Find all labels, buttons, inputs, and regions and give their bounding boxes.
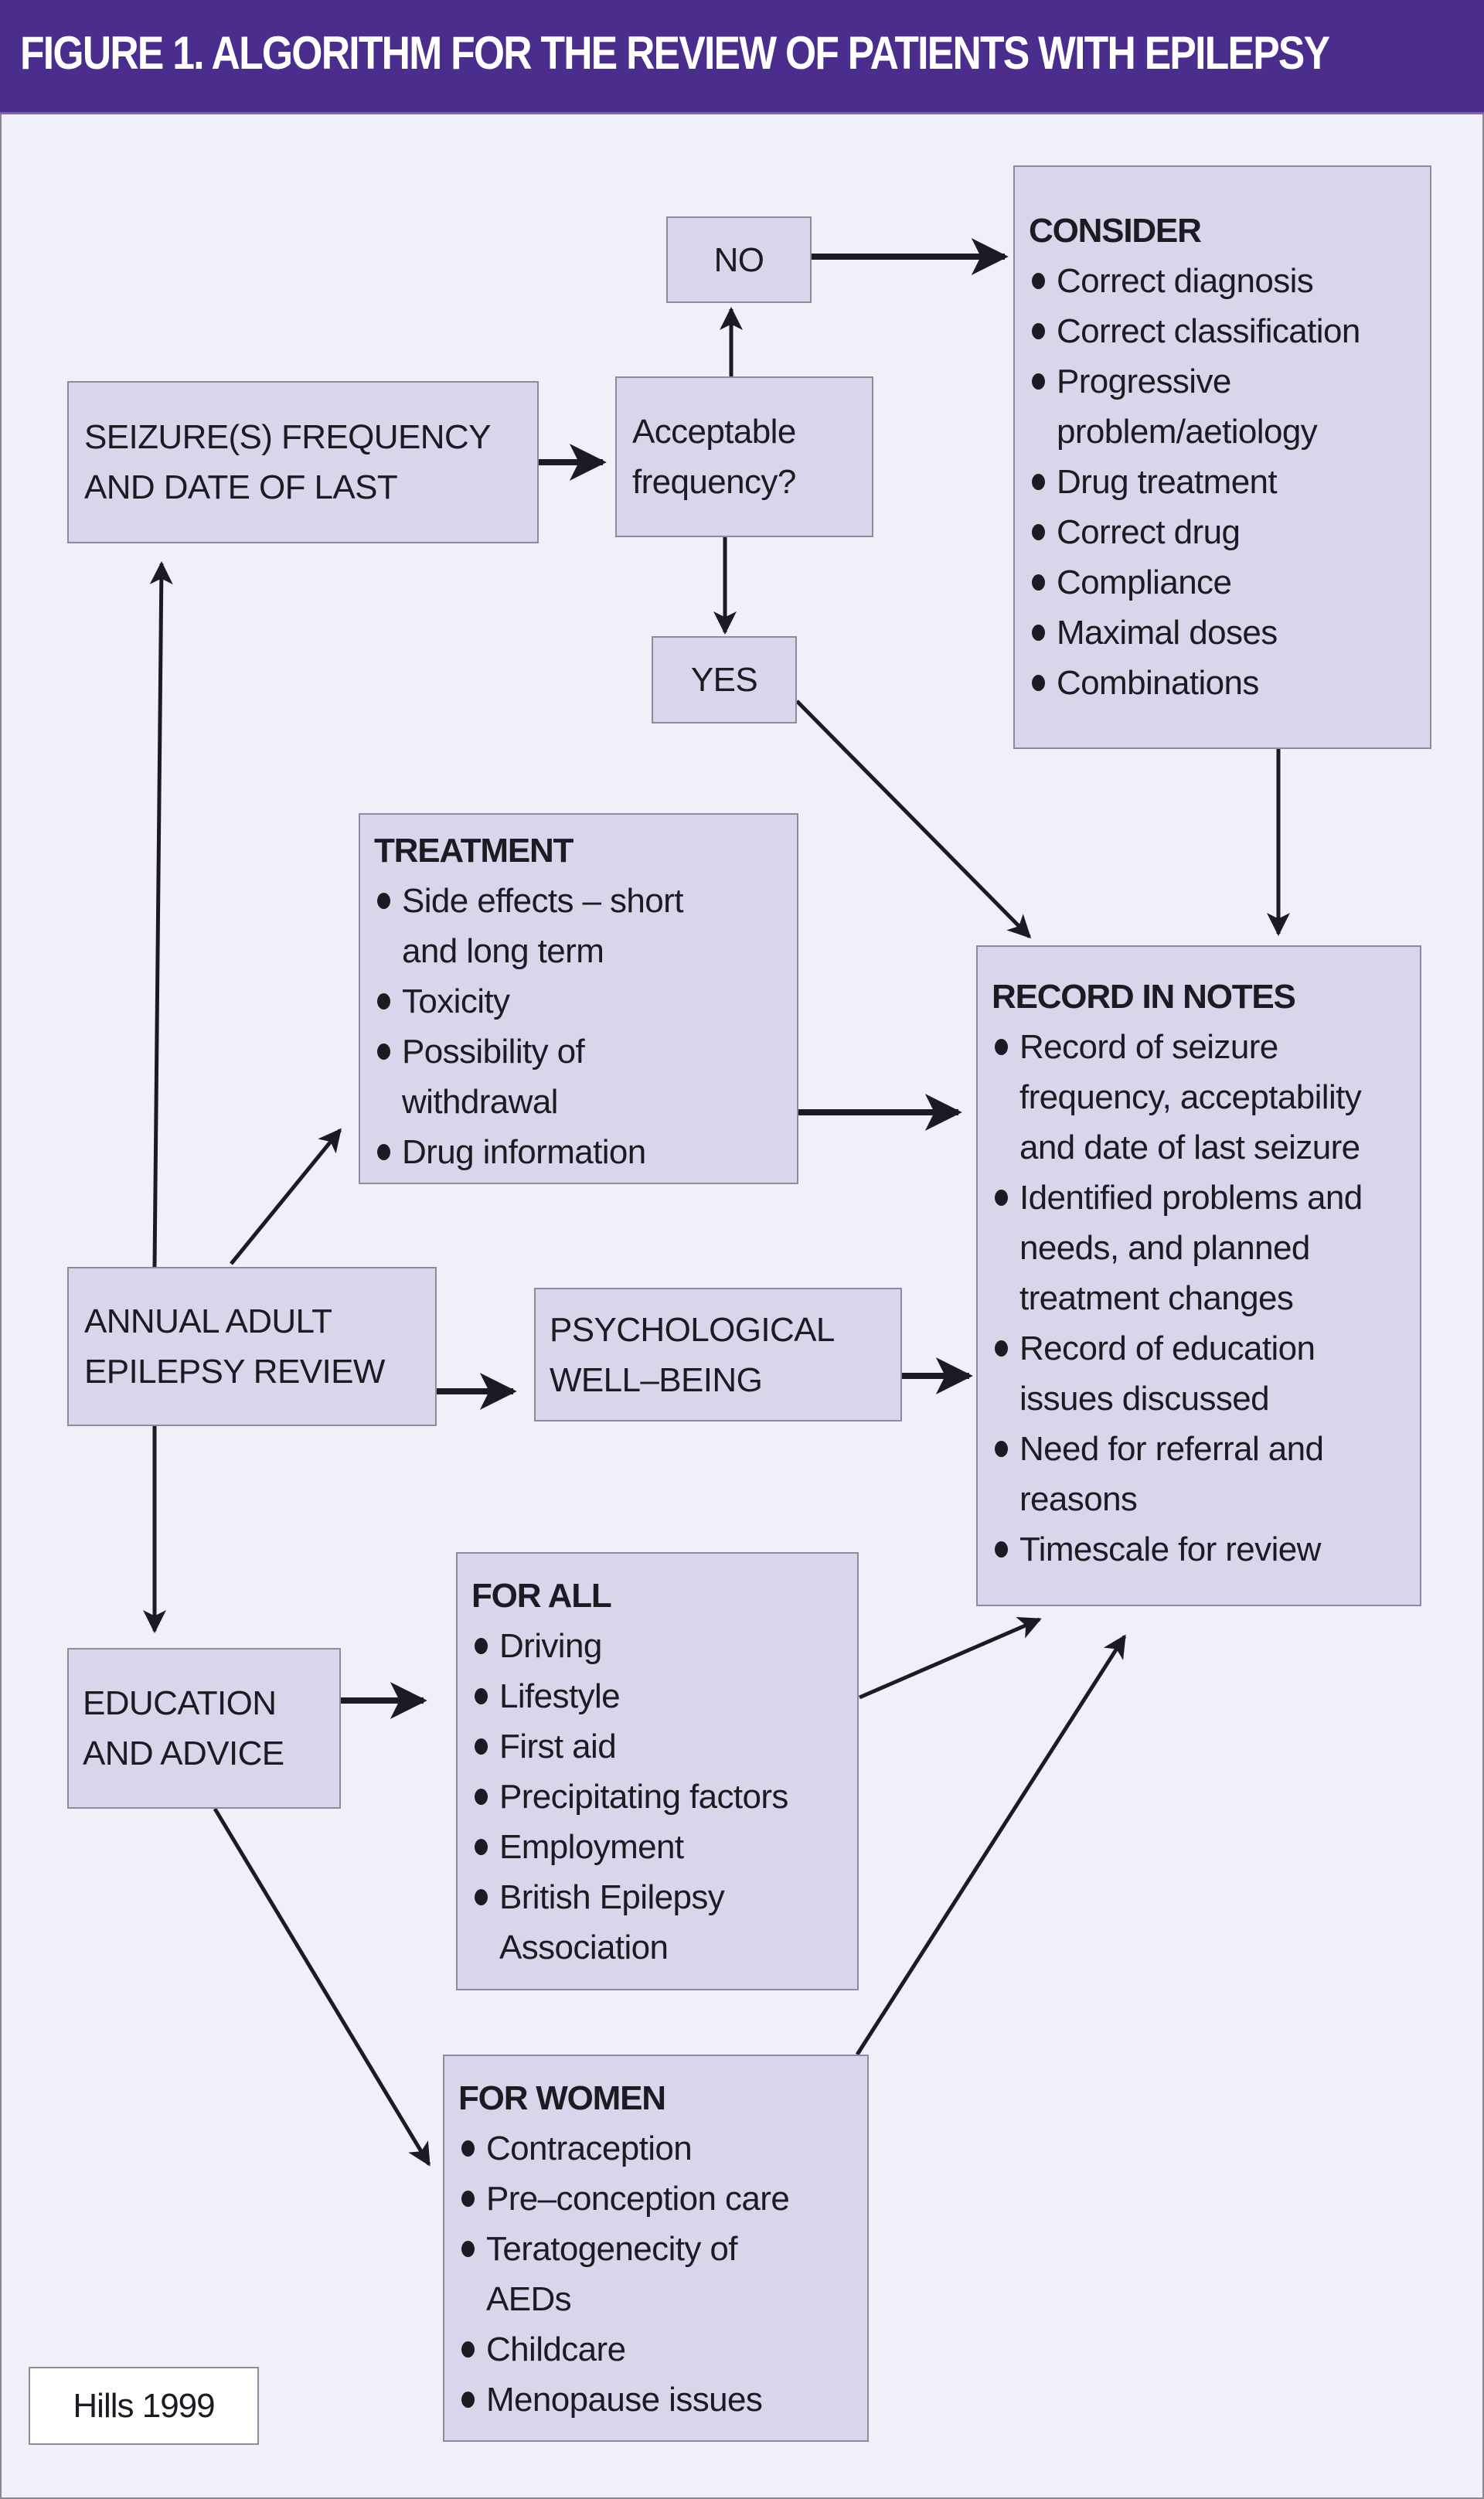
for-women-item: Contraception [458,2123,858,2174]
for-all-item: Precipitating factors [471,1772,848,1822]
consider-item: Combinations [1029,658,1419,708]
record-in-notes-box: RECORD IN NOTES Record of seizure freque… [976,945,1421,1606]
annual-review-line-1: ANNUAL ADULT [84,1302,332,1340]
acceptable-frequency-line-1: Acceptable [632,413,796,451]
record-item: Need for referral and reasons [992,1424,1375,1524]
arrow-education-to-for-women [213,1807,431,2167]
yes-box: YES [652,636,797,723]
treatment-item: Drug information [374,1127,786,1177]
for-all-item: Lifestyle [471,1671,848,1721]
record-in-notes-title: RECORD IN NOTES [992,978,1296,1016]
annual-review-line-2: EPILEPSY REVIEW [84,1353,385,1391]
citation-box: Hills 1999 [29,2367,259,2445]
annual-review-box: ANNUAL ADULT EPILEPSY REVIEW [67,1267,437,1426]
seizure-frequency-line-1: SEIZURE(S) FREQUENCY [84,418,491,456]
education-line-1: EDUCATION [83,1684,277,1722]
consider-list: Correct diagnosis Correct classification… [1029,256,1419,708]
citation-text: Hills 1999 [73,2386,215,2425]
education-box: EDUCATION AND ADVICE [67,1648,341,1809]
for-women-item: Pre–conception care [458,2174,858,2224]
consider-box: CONSIDER Correct diagnosis Correct class… [1013,165,1431,749]
education-line-2: AND ADVICE [83,1735,284,1772]
seizure-frequency-line-2: AND DATE OF LAST [84,468,398,506]
treatment-list: Side effects – short and long term Toxic… [374,876,786,1177]
for-women-item: Teratogenecity of AEDs [458,2224,749,2324]
for-women-list: Contraception Pre–conception care Terato… [458,2123,858,2425]
treatment-item: Side effects – short and long term [374,876,742,976]
consider-item: Compliance [1029,557,1419,608]
for-all-box: FOR ALL Driving Lifestyle First aid Prec… [456,1552,859,1990]
yes-label: YES [690,661,758,699]
for-women-title: FOR WOMEN [458,2079,666,2117]
seizure-frequency-box: SEIZURE(S) FREQUENCY AND DATE OF LAST [67,381,539,543]
arrow-yes-to-record-in-notes [795,700,1032,939]
for-all-item: Employment [471,1822,848,1872]
acceptable-frequency-line-2: frequency? [632,463,796,501]
for-all-list: Driving Lifestyle First aid Precipitatin… [471,1621,848,1973]
no-box: NO [666,216,812,303]
arrow-for-all-to-record-in-notes [859,1616,1042,1700]
treatment-item: Possibility of withdrawal [374,1026,634,1127]
treatment-item: Toxicity [374,976,786,1026]
psychological-line-1: PSYCHOLOGICAL [550,1310,835,1349]
record-item: Identified problems and needs, and plann… [992,1173,1411,1323]
arrow-annual-review-to-treatment [230,1128,342,1265]
figure-header: FIGURE 1. ALGORITHM FOR THE REVIEW OF PA… [0,0,1484,114]
consider-item: Correct classification [1029,306,1419,356]
arrow-for-women-to-record-in-notes [855,1634,1127,2056]
consider-item: Correct diagnosis [1029,256,1419,306]
figure-title: FIGURE 1. ALGORITHM FOR THE REVIEW OF PA… [20,27,1330,79]
consider-item: Progressive problem/aetiology [1029,356,1350,457]
treatment-box: TREATMENT Side effects – short and long … [359,813,798,1184]
record-item: Record of seizure frequency, acceptabili… [992,1022,1411,1173]
for-all-item: Driving [471,1621,848,1671]
record-item: Timescale for review [992,1524,1411,1575]
treatment-title: TREATMENT [374,832,574,870]
for-women-item: Childcare [458,2324,858,2375]
for-all-item: British Epilepsy Association [471,1872,778,1973]
acceptable-frequency-box: Acceptable frequency? [615,376,873,537]
consider-title: CONSIDER [1029,212,1202,250]
consider-item: Drug treatment [1029,457,1419,507]
for-women-item: Menopause issues [458,2375,858,2425]
arrow-annual-review-to-seizure-frequency [149,561,173,1268]
for-all-title: FOR ALL [471,1577,612,1615]
for-women-box: FOR WOMEN Contraception Pre–conception c… [443,2055,869,2442]
consider-item: Maximal doses [1029,608,1419,658]
record-item: Record of education issues discussed [992,1323,1344,1424]
psychological-line-2: WELL–BEING [550,1360,763,1399]
for-all-item: First aid [471,1721,848,1772]
record-in-notes-list: Record of seizure frequency, acceptabili… [992,1022,1411,1575]
consider-item: Correct drug [1029,507,1419,557]
psychological-box: PSYCHOLOGICAL WELL–BEING [534,1288,902,1421]
no-label: NO [713,240,764,279]
